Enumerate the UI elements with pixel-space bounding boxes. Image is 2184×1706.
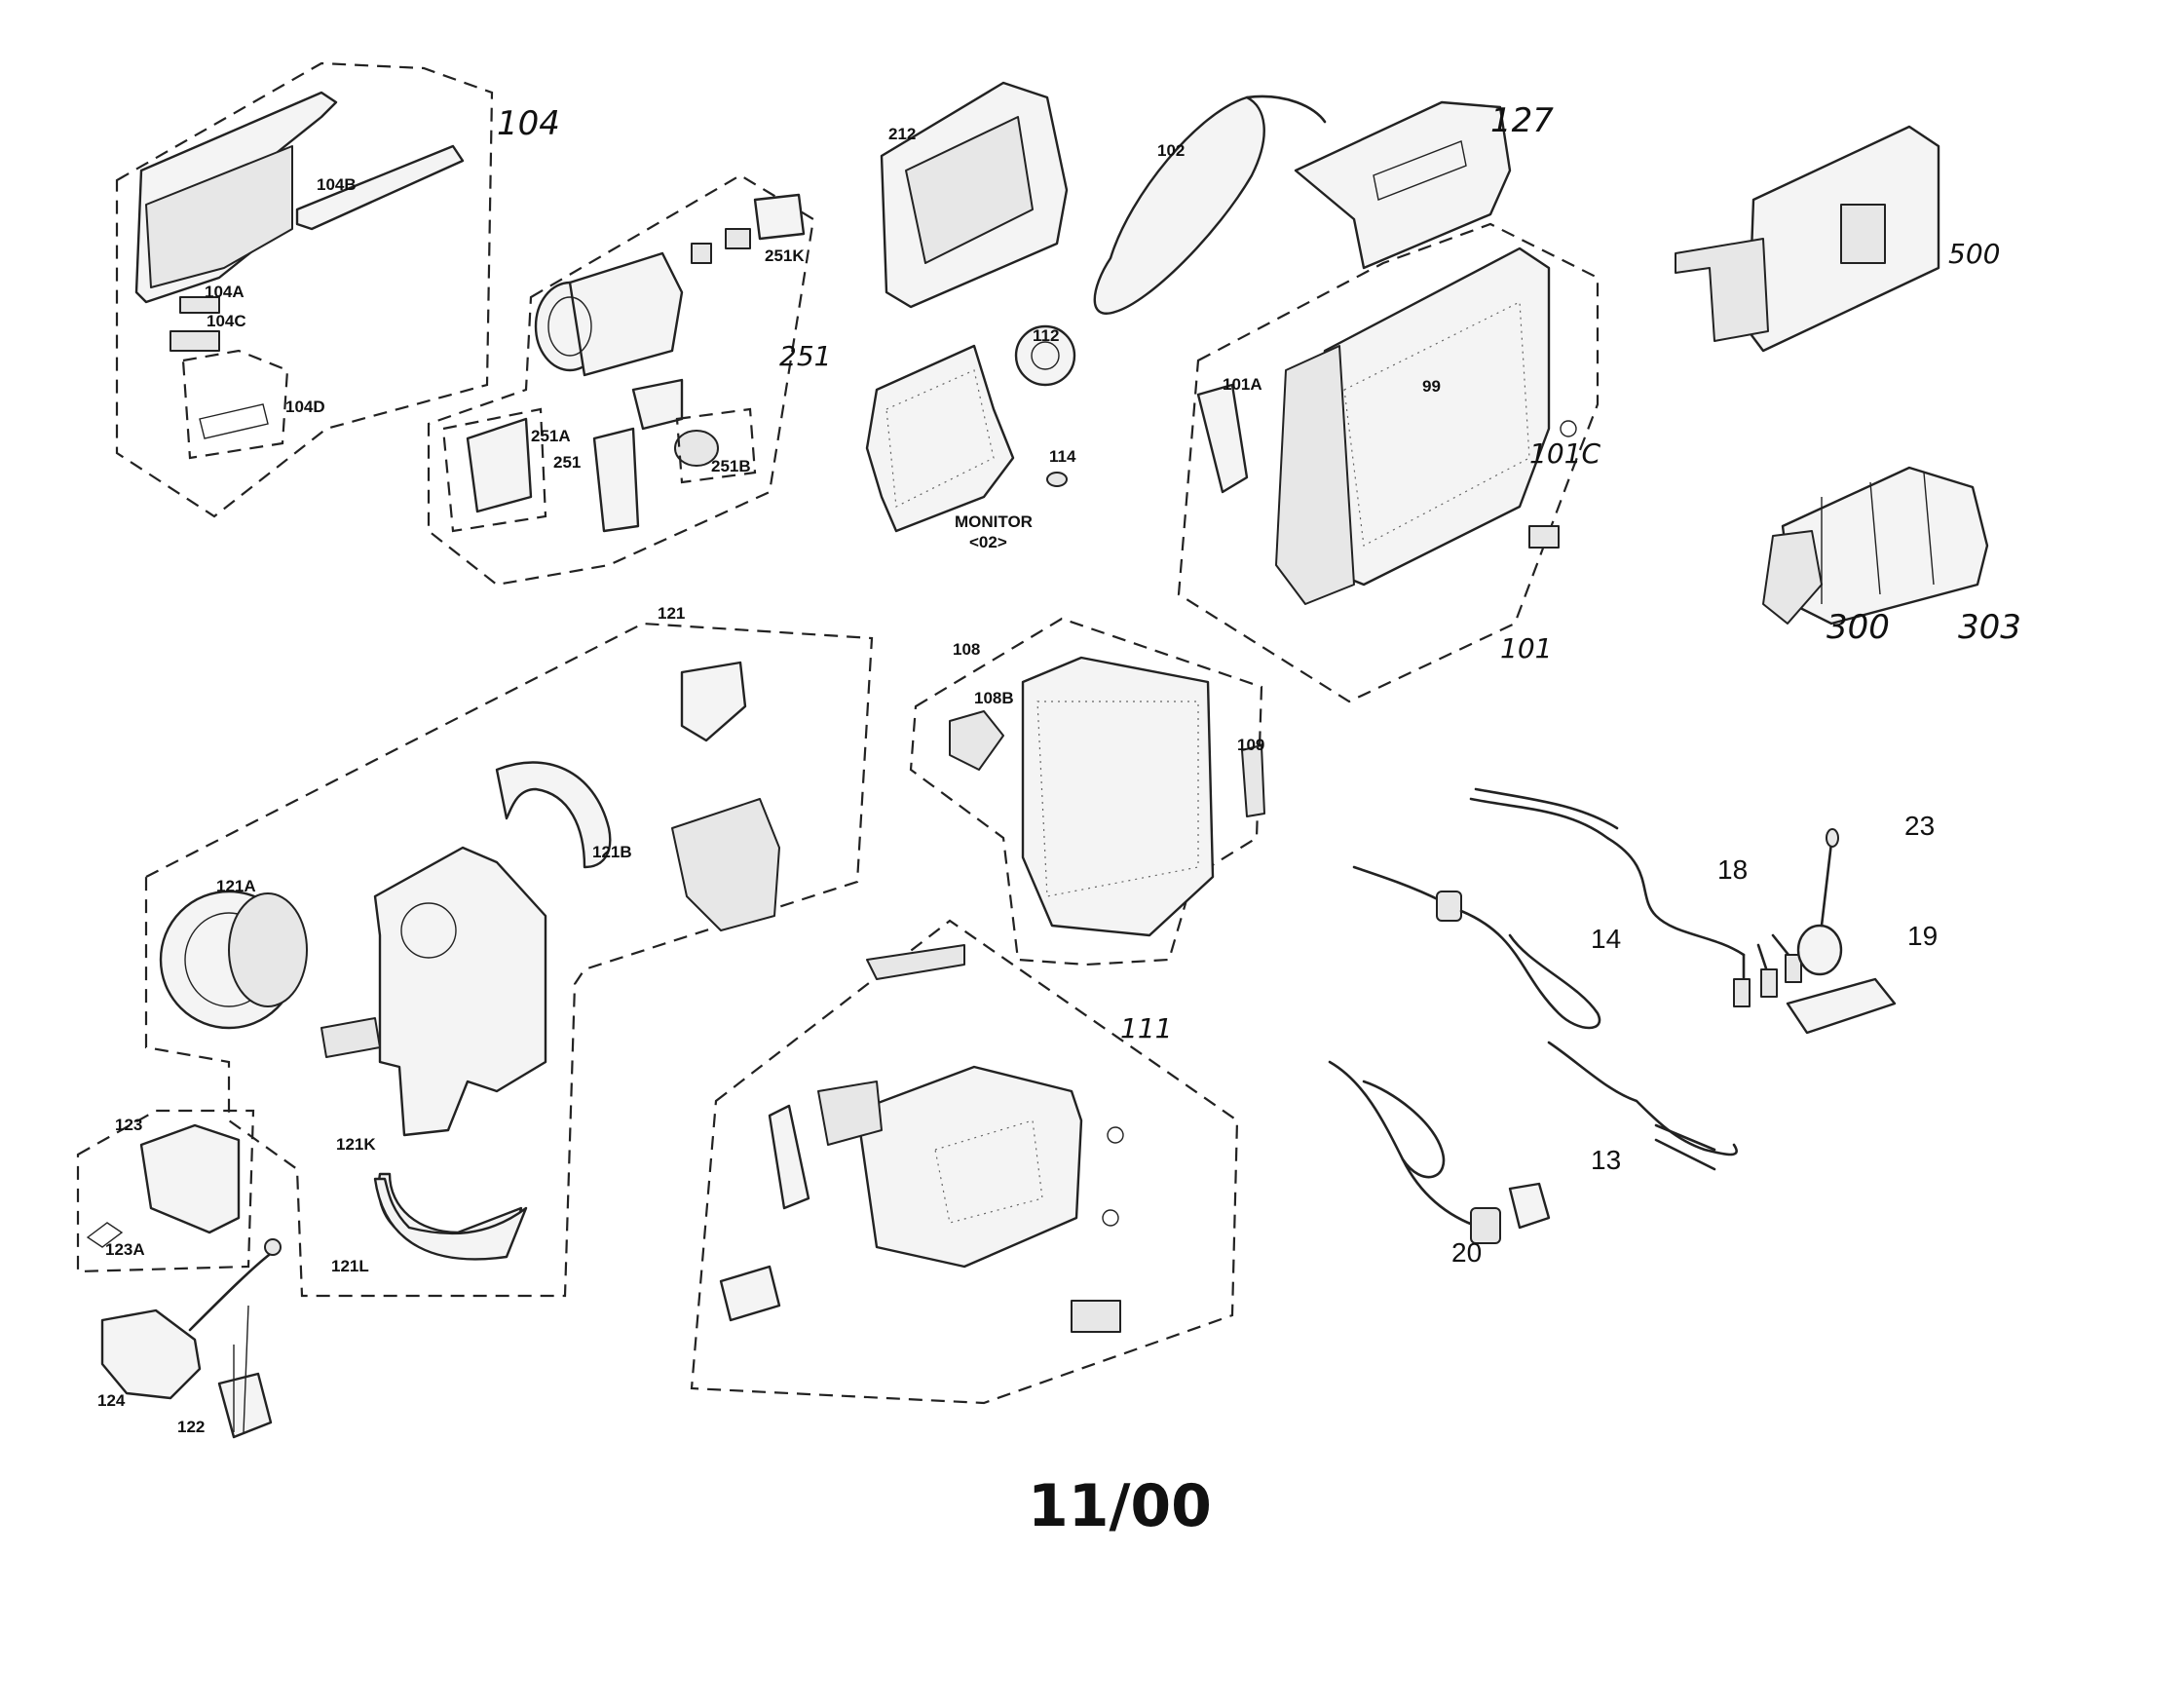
- assembly-123: 123 123A: [76, 1109, 255, 1273]
- part-102-strap: 102: [1093, 95, 1327, 315]
- label-20: 20: [1451, 1237, 1482, 1268]
- label-121: 121: [658, 604, 685, 623]
- part-300-303: 300 303: [1762, 466, 2021, 647]
- label-monitor: MONITOR: [955, 512, 1033, 531]
- label-108b: 108B: [974, 689, 1014, 707]
- label-123a: 123A: [105, 1240, 145, 1259]
- label-112: 112: [1033, 326, 1059, 345]
- label-251b: 251B: [711, 457, 751, 475]
- label-251-sub: 251: [553, 453, 581, 472]
- label-104: 104: [497, 104, 560, 143]
- label-14: 14: [1591, 924, 1621, 954]
- label-121l: 121L: [331, 1257, 369, 1275]
- part-127-cover: 127: [1294, 100, 1554, 270]
- label-251: 251: [779, 340, 831, 372]
- label-13: 13: [1591, 1145, 1621, 1175]
- label-101: 101: [1500, 632, 1552, 664]
- cable-18: 18: [1469, 787, 1802, 1007]
- monitor-board: 112 114 MONITOR <02>: [865, 324, 1076, 551]
- label-monitor-02: <02>: [969, 533, 1007, 551]
- assembly-121: 121 121A 121B 121K 121L: [144, 604, 874, 1298]
- label-102: 102: [1157, 141, 1185, 160]
- label-123: 123: [115, 1116, 142, 1134]
- label-114: 114: [1049, 447, 1076, 466]
- accessory-23: 23: [1796, 811, 1935, 976]
- cable-13: 13: [1547, 1041, 1738, 1175]
- part-500: 500: [1675, 125, 2000, 353]
- label-101c: 101C: [1529, 437, 1600, 470]
- label-251a: 251A: [531, 427, 571, 445]
- label-104d: 104D: [285, 398, 325, 416]
- label-104a: 104A: [205, 283, 245, 301]
- label-109: 109: [1237, 736, 1264, 754]
- label-19: 19: [1907, 921, 1938, 951]
- label-99: 99: [1422, 377, 1441, 396]
- label-18: 18: [1717, 854, 1748, 885]
- label-121a: 121A: [216, 877, 256, 895]
- label-251k: 251K: [765, 246, 805, 265]
- label-104c: 104C: [207, 312, 246, 330]
- label-124: 124: [97, 1391, 126, 1410]
- label-108: 108: [953, 640, 980, 659]
- label-121b: 121B: [592, 843, 632, 861]
- assembly-111: 111: [690, 919, 1239, 1405]
- cable-20: 20: [1328, 1060, 1551, 1268]
- label-23: 23: [1904, 811, 1935, 841]
- label-111: 111: [1120, 1012, 1172, 1044]
- label-300: 300: [1826, 608, 1890, 647]
- label-104b: 104B: [317, 175, 357, 194]
- part-212-frame: 212: [880, 81, 1069, 309]
- cable-14: 14: [1352, 865, 1621, 1030]
- label-122: 122: [177, 1418, 205, 1436]
- assembly-108: 108 108B 109: [909, 617, 1265, 967]
- label-121k: 121K: [336, 1135, 376, 1154]
- label-303: 303: [1958, 608, 2021, 647]
- footer-code: 11/00: [1028, 1472, 1212, 1540]
- assembly-104: 104 104B 104A 104C 104D: [115, 61, 560, 518]
- part-124-122: 124 122: [97, 1238, 282, 1439]
- label-212: 212: [888, 125, 916, 143]
- label-500: 500: [1948, 238, 2000, 270]
- assembly-101: 101A 99 101C 101: [1177, 222, 1600, 703]
- label-127: 127: [1490, 101, 1554, 140]
- assembly-251: 251 251K 251A 251 251B: [427, 173, 831, 587]
- accessory-19: 19: [1786, 921, 1938, 1035]
- label-101a: 101A: [1223, 375, 1262, 394]
